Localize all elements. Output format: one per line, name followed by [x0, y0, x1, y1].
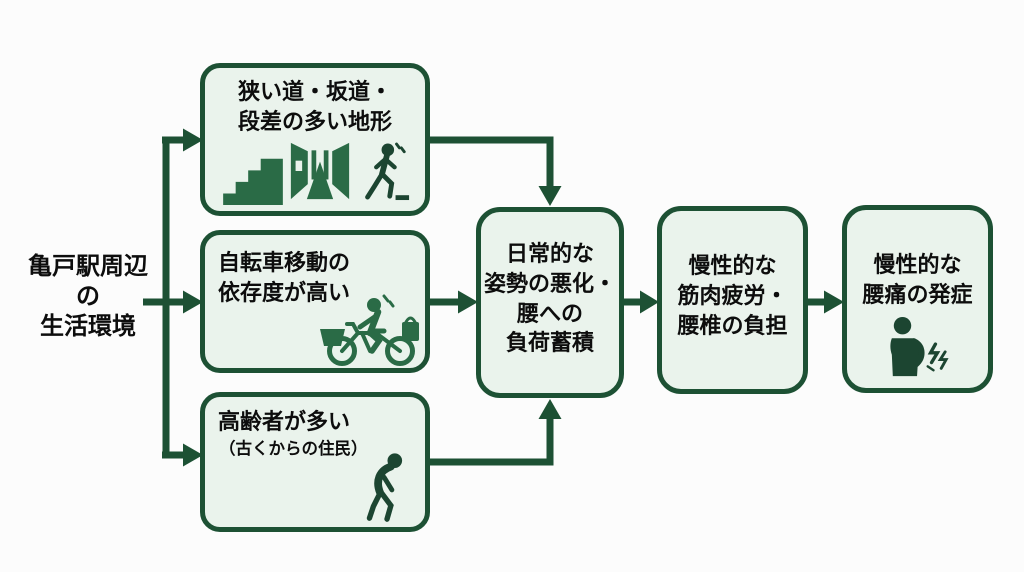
arrowhead-bicycle-to-intermediate: [458, 290, 478, 314]
arrowhead-effect-to-outcome: [824, 290, 844, 314]
connector-elderly-to-intermediate: [429, 417, 554, 466]
terrain-icon-row: [221, 137, 411, 205]
cause-box-bicycle: 自転車移動の 依存度が高い: [200, 230, 430, 373]
effect-title: 慢性的な 筋肉疲労・ 腰椎の負担: [677, 253, 788, 338]
cause-elderly-title: 高齢者が多い: [218, 409, 351, 434]
intermediate-box: 日常的な 姿勢の悪化・ 腰への 負荷蓄積: [476, 207, 624, 398]
narrow-alley-icon: [290, 142, 350, 200]
outcome-title: 慢性的な 腰痛の発症: [862, 252, 973, 307]
bicycle-rider-icon: [320, 294, 419, 366]
back-pain-icon: [889, 316, 949, 376]
cause-bicycle-title: 自転車移動の 依存度が高い: [218, 250, 351, 305]
arrowhead-elderly-to-intermediate: [538, 399, 562, 419]
effect-box: 慢性的な 筋肉疲労・ 腰椎の負担: [657, 206, 808, 394]
elderly-walker-icon: [366, 453, 403, 522]
source-label: 亀戸駅周辺 の 生活環境: [28, 253, 148, 340]
connector-terrain-to-intermediate: [429, 136, 554, 188]
outcome-box: 慢性的な 腰痛の発症: [842, 205, 993, 393]
arrowhead-terrain-to-intermediate: [538, 186, 562, 206]
stumbling-walker-icon: [365, 142, 410, 201]
cause-terrain-title: 狭い道・坂道・ 段差の多い地形: [237, 79, 392, 134]
cause-box-terrain: 狭い道・坂道・ 段差の多い地形: [200, 63, 430, 216]
cause-elderly-subtitle: （古くからの住民）: [219, 439, 368, 458]
intermediate-title: 日常的な 姿勢の悪化・ 腰への 負荷蓄積: [483, 240, 616, 356]
stairs-icon: [223, 158, 283, 205]
cause-box-elderly: 高齢者が多い （古くからの住民）: [200, 392, 430, 532]
